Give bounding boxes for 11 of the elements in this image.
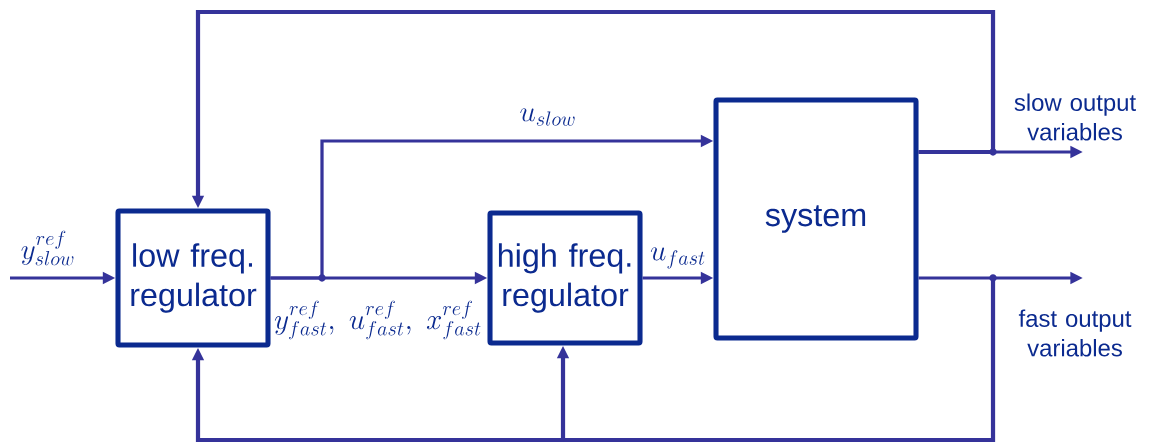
output-line: [918, 276, 993, 280]
edge-label: fast output variables: [1007, 308, 1143, 358]
edge-label: $y^{ref}_{slow}$: [19, 229, 77, 267]
edge-label: $u_{fast}$: [648, 246, 708, 270]
block-box: system: [713, 97, 919, 341]
edge-label: slow output variables: [1007, 92, 1143, 142]
feedback-line: [563, 278, 996, 443]
block-box: high freq. regulator: [487, 210, 643, 346]
edge-label: $u_{slow}$: [518, 107, 578, 127]
edge-label: $y^{ref}_{fast},\ u^{ref}_{fast},\ x^{ref}_{fast}$: [272, 299, 484, 341]
block-box: low freq. regulator: [115, 208, 271, 348]
